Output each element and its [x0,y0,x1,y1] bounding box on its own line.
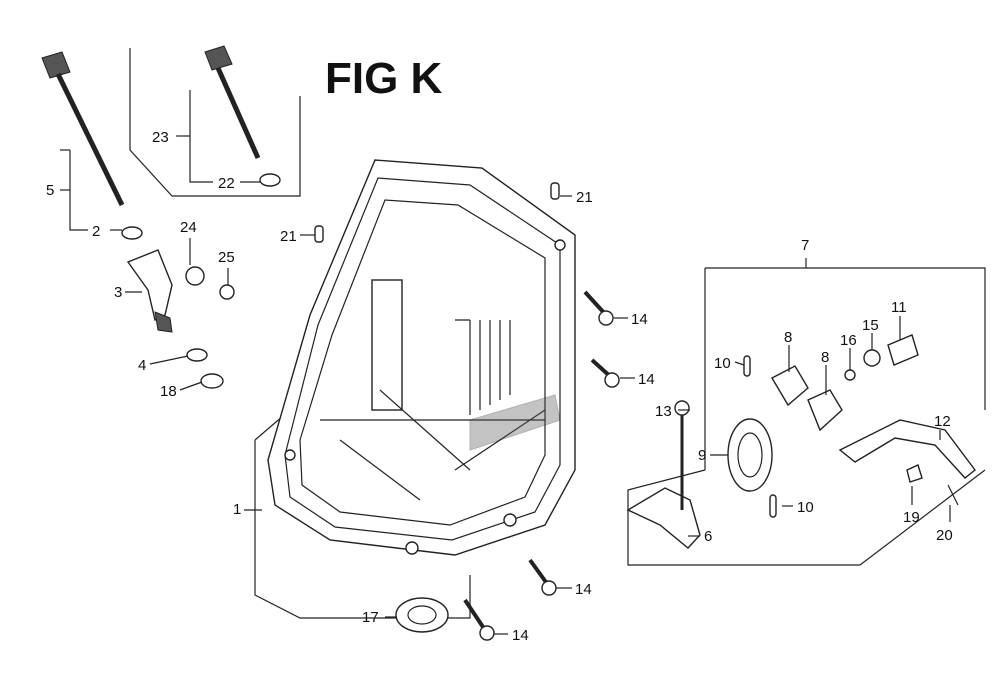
group-outlines [129,48,986,619]
callout-14c: 14 [575,581,592,598]
callout-24: 24 [180,219,197,236]
callout-14a: 14 [631,311,648,328]
dipstick-long [41,51,143,240]
callout-8a: 8 [784,329,792,346]
callout-8b: 8 [821,349,829,366]
callout-6: 6 [704,528,712,545]
governor-assembly [626,334,976,549]
oil-filler-neck [126,249,235,389]
callout-21a: 21 [576,189,593,206]
callout-14d: 14 [512,627,529,644]
callout-4: 4 [138,357,146,374]
callout-3: 3 [114,284,122,301]
callout-14b: 14 [638,371,655,388]
callout-11: 11 [891,299,907,316]
callout-9: 9 [698,447,706,464]
callouts: 1 2 3 4 5 6 7 8 8 9 10 10 11 12 13 14 14… [46,129,953,644]
callout-10a: 10 [714,355,731,372]
figure-title: FIG K [325,54,443,103]
callout-16: 16 [840,332,857,349]
callout-12: 12 [934,413,951,430]
callout-1: 1 [233,501,241,518]
dipstick-short [204,45,281,187]
callout-22: 22 [218,175,235,192]
callout-25: 25 [218,249,235,266]
oil-pan-case [267,159,576,556]
callout-17: 17 [362,609,379,626]
callout-13: 13 [655,403,672,420]
callout-23: 23 [152,129,169,146]
callout-10b: 10 [797,499,814,516]
callout-18: 18 [160,383,177,400]
bolts [314,182,620,641]
oil-seal [395,597,449,633]
callout-21b: 21 [280,228,297,245]
callout-20: 20 [936,527,953,544]
callout-19: 19 [903,509,920,526]
callout-5: 5 [46,182,54,199]
callout-7: 7 [801,237,809,254]
callout-2: 2 [92,223,100,240]
leader-lines [60,90,951,635]
callout-15: 15 [862,317,879,334]
